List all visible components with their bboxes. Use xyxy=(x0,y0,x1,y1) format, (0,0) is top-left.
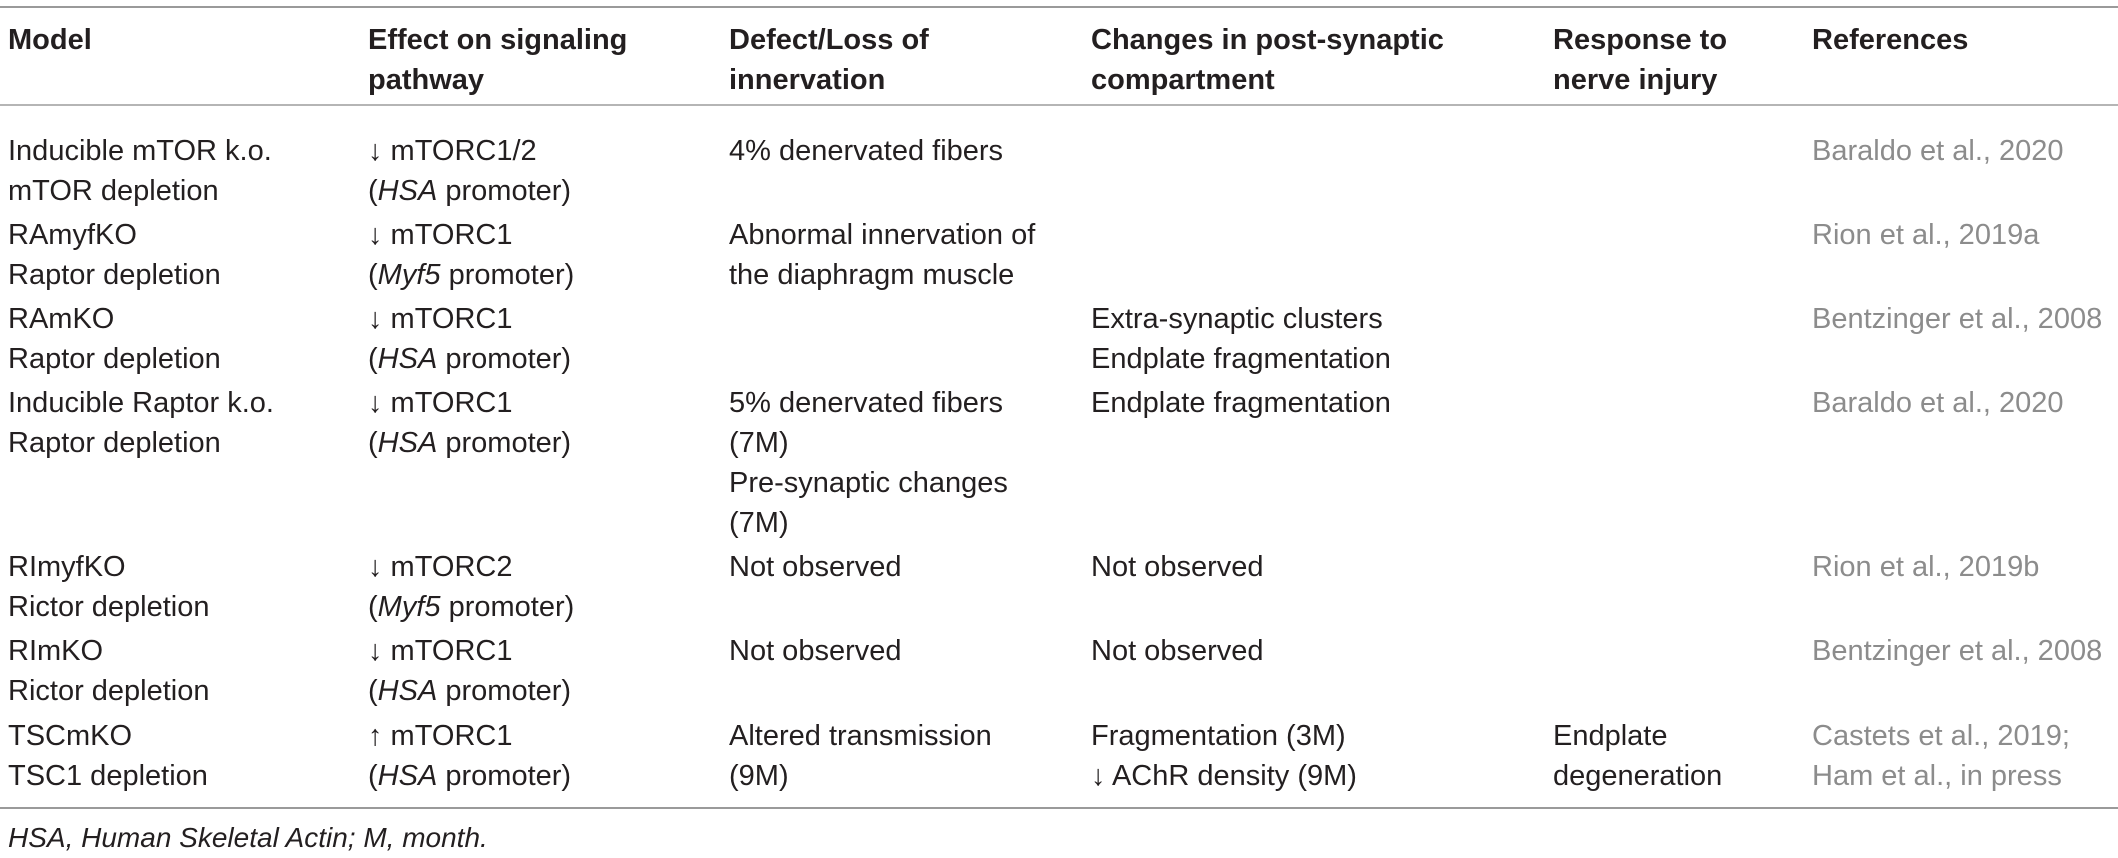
row5-defect: Not observed xyxy=(729,551,902,583)
header-references: References xyxy=(1812,24,1969,56)
row6-reference: Bentzinger et al., 2008 xyxy=(1812,635,2103,667)
header-rule xyxy=(0,104,2118,106)
row7-defect: Altered transmission(9M) xyxy=(729,720,992,792)
row5-reference: Rion et al., 2019b xyxy=(1812,551,2040,583)
row3-effect: ↓ mTORC1(HSA promoter) xyxy=(368,303,572,375)
row3-reference: Bentzinger et al., 2008 xyxy=(1812,303,2103,335)
row4-model: Inducible Raptor k.o.Raptor depletion xyxy=(8,387,274,459)
row1-effect: ↓ mTORC1/2(HSA promoter) xyxy=(368,135,572,207)
table-footnote: HSA, Human Skeletal Actin; M, month. xyxy=(8,822,488,853)
row2-reference: Rion et al., 2019a xyxy=(1812,219,2040,251)
row1-defect: 4% denervated fibers xyxy=(729,135,1004,167)
row1-model: Inducible mTOR k.o.mTOR depletion xyxy=(8,135,272,207)
table-top-rule xyxy=(0,6,2118,8)
table-bottom-rule xyxy=(0,807,2118,809)
row4-defect: 5% denervated fibers(7M)Pre-synaptic cha… xyxy=(729,387,1008,539)
row6-effect: ↓ mTORC1(HSA promoter) xyxy=(368,635,572,707)
row6-defect: Not observed xyxy=(729,635,902,667)
row7-reference: Castets et al., 2019;Ham et al., in pres… xyxy=(1812,720,2070,792)
row1-reference: Baraldo et al., 2020 xyxy=(1812,135,2064,167)
row4-reference: Baraldo et al., 2020 xyxy=(1812,387,2064,419)
row6-changes: Not observed xyxy=(1091,635,1264,667)
row4-effect: ↓ mTORC1(HSA promoter) xyxy=(368,387,572,459)
row5-effect: ↓ mTORC2(Myf5 promoter) xyxy=(368,551,575,623)
row4-changes: Endplate fragmentation xyxy=(1091,387,1391,419)
row7-changes: Fragmentation (3M)↓ AChR density (9M) xyxy=(1091,720,1357,792)
row2-effect: ↓ mTORC1(Myf5 promoter) xyxy=(368,219,575,291)
row5-changes: Not observed xyxy=(1091,551,1264,583)
row7-effect: ↑ mTORC1(HSA promoter) xyxy=(368,720,572,792)
header-model: Model xyxy=(8,24,92,56)
